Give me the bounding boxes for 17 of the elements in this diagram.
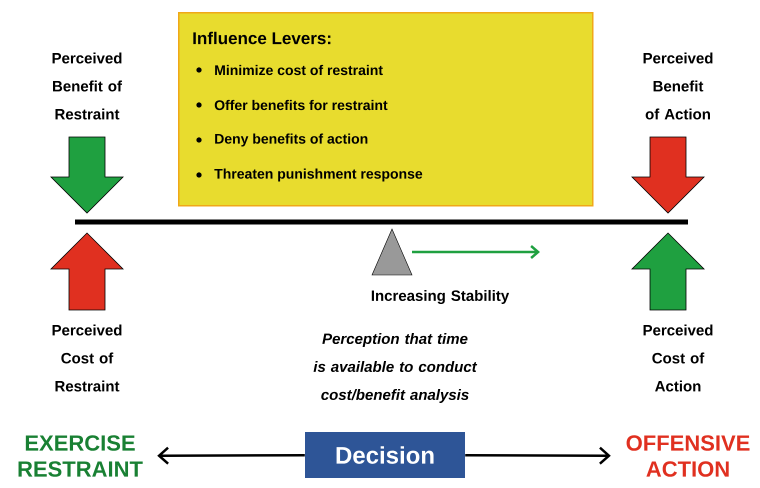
- bullet-item: Threaten punishment response: [214, 168, 422, 182]
- perceived-label: Perceived Benefit of Restraint: [52, 52, 122, 120]
- arrow: [157, 446, 305, 465]
- perceived-label: Perceived Cost of Restraint: [52, 324, 122, 392]
- note-text: Perception that time is available to conduct cost/benefit analysis: [314, 333, 478, 403]
- decision-box: Decision: [305, 432, 465, 478]
- bullet-item: Offer benefits for restraint: [214, 100, 388, 110]
- perceived-label: Perceived Cost of Action: [644, 324, 712, 392]
- bullet-item: Deny benefits of action: [215, 133, 368, 147]
- outcome-label: EXERCISE RESTRAINT: [18, 435, 143, 477]
- outcome-label: OFFENSIVE ACTION: [626, 435, 750, 477]
- perceived-label: Perceived Benefit of Action: [644, 52, 712, 120]
- bullet-item: Minimize cost of restraint: [215, 64, 383, 76]
- stability-label: Increasing Stability: [372, 290, 510, 304]
- influence-box: [178, 12, 594, 206]
- arrow: [465, 446, 611, 465]
- box-heading: Influence Levers:: [193, 32, 330, 44]
